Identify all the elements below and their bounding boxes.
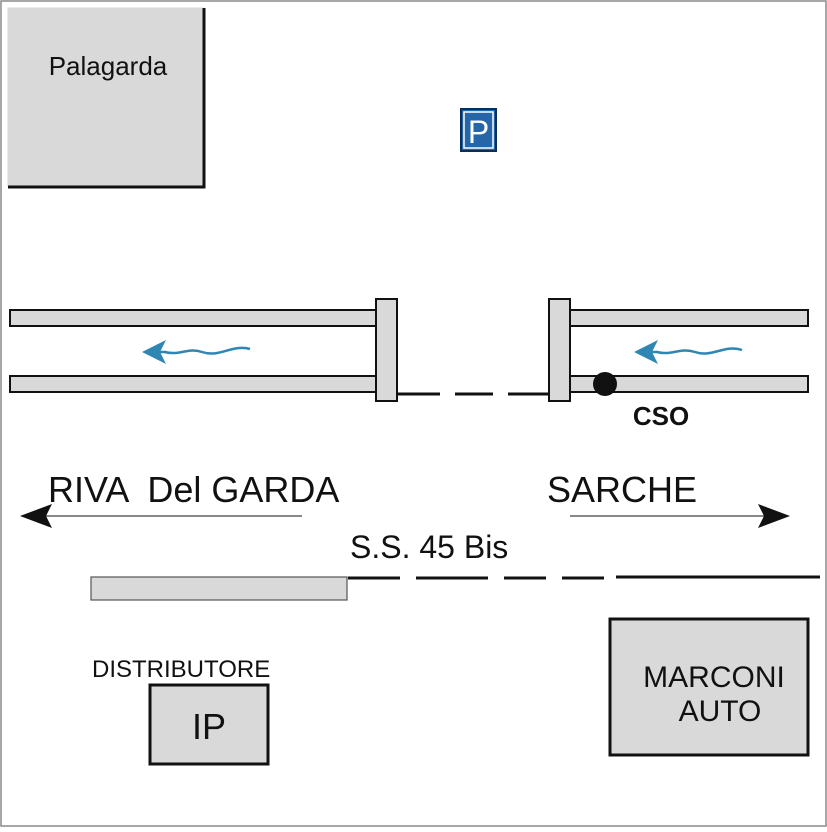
direction-arrow-head-right <box>758 504 790 528</box>
palagarda-label: Palagarda <box>49 51 168 81</box>
water-flow-arrow-icon <box>142 340 251 364</box>
cso-label: CSO <box>633 401 689 431</box>
road-dashed-line <box>348 575 820 580</box>
cso-point-icon <box>593 372 617 396</box>
marconi-label-line2: AUTO <box>679 695 762 728</box>
channel-right <box>548 298 809 402</box>
riva-del-garda-label: RIVA Del GARDA <box>48 469 339 510</box>
distributore-label: DISTRIBUTORE <box>92 656 270 683</box>
marconi-label-line1: MARCONI <box>643 661 785 694</box>
parking-sign-icon: P <box>460 108 497 152</box>
palagarda-building: Palagarda <box>7 7 206 189</box>
bridge-right <box>548 298 571 402</box>
parking-letter: P <box>468 114 489 150</box>
road-label: S.S. 45 Bis <box>350 529 508 565</box>
ip-label: IP <box>192 706 226 747</box>
bridge-left <box>375 298 398 402</box>
channel-left <box>9 298 398 402</box>
water-flow-arrow-icon <box>634 340 743 364</box>
direction-arrow-head-left <box>20 504 52 528</box>
sarche-label: SARCHE <box>547 469 697 510</box>
marconi-auto-building: MARCONI AUTO <box>608 617 810 757</box>
ip-building: IP <box>148 683 270 766</box>
road-segment <box>90 576 348 601</box>
